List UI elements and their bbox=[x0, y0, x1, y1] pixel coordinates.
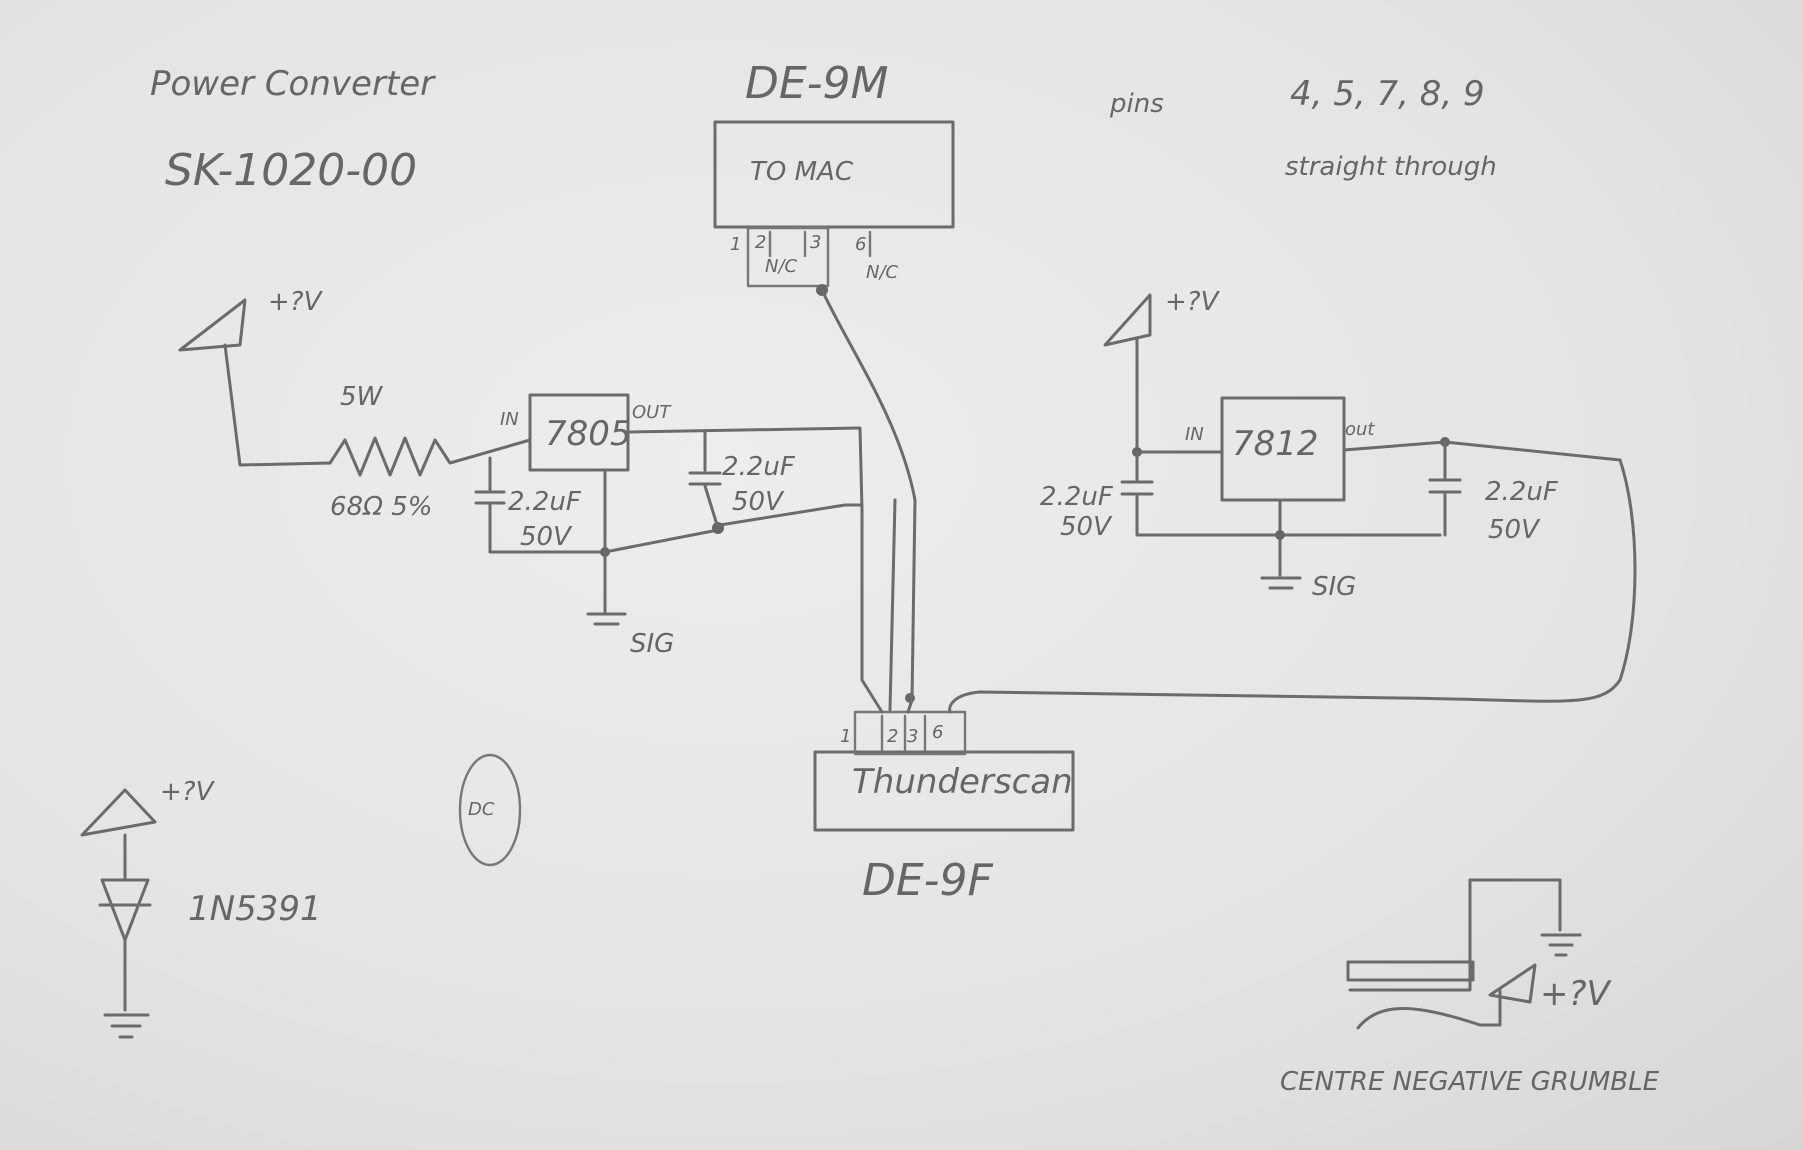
de9m-pin1: 1 bbox=[730, 234, 741, 255]
left-output-wire-2 bbox=[718, 503, 864, 527]
pins-list: 4, 5, 7, 8, 9 bbox=[1290, 74, 1485, 114]
de9f-connector-body bbox=[813, 750, 1075, 832]
diode-supply-label: +?V bbox=[160, 777, 216, 807]
jack-outer-contact bbox=[1356, 988, 1502, 1030]
de9m-nc-pin2: N/C bbox=[765, 256, 798, 277]
pins-label: pins bbox=[1109, 89, 1164, 119]
de9m-pin6: 6 bbox=[855, 234, 866, 255]
left-cap-in-voltage: 50V bbox=[520, 522, 573, 552]
de9f-pin2: 2 bbox=[887, 726, 898, 747]
right-output-wire bbox=[1342, 440, 1622, 462]
de9m-pin2: 2 bbox=[755, 232, 766, 253]
regulator-7812-out: out bbox=[1345, 419, 1375, 440]
de9f-pin6: 6 bbox=[932, 722, 943, 743]
title-line2: SK-1020-00 bbox=[165, 145, 417, 196]
left-cap-out-ground bbox=[703, 484, 720, 530]
diode-symbol bbox=[100, 878, 150, 942]
wire-pin2-link bbox=[888, 498, 897, 712]
wire-5v-to-de9f bbox=[860, 508, 884, 714]
regulator-7805-in: IN bbox=[500, 409, 519, 430]
right-ground-label: SIG bbox=[1312, 572, 1356, 602]
right-cap-in-value: 2.2uF bbox=[1040, 482, 1114, 512]
left-reg-ground-wire bbox=[603, 468, 720, 554]
left-supply-wire bbox=[223, 343, 332, 467]
resistor-value: 68Ω 5% bbox=[330, 492, 432, 522]
left-supply-symbol bbox=[178, 298, 247, 352]
diode-part-number: 1N5391 bbox=[188, 889, 322, 929]
regulator-7805-out: OUT bbox=[632, 402, 672, 423]
jack-supply-label: +?V bbox=[1540, 974, 1613, 1014]
de9m-label: TO MAC bbox=[750, 157, 854, 187]
right-cap-out-voltage: 50V bbox=[1488, 515, 1541, 545]
dc-mark-label: DC bbox=[468, 799, 495, 820]
right-supply-symbol bbox=[1103, 293, 1152, 347]
jack-note: CENTRE NEGATIVE GRUMBLE bbox=[1280, 1067, 1660, 1097]
de9m-nc-pin6: N/C bbox=[866, 262, 899, 283]
de9f-label: Thunderscan bbox=[852, 762, 1073, 802]
de9f-pin1: 1 bbox=[840, 726, 851, 747]
wire-pin3-link bbox=[820, 288, 917, 714]
right-supply-label: +?V bbox=[1165, 287, 1221, 317]
regulator-7812-in: IN bbox=[1185, 424, 1204, 445]
right-cap-out-value: 2.2uF bbox=[1485, 477, 1559, 507]
right-supply-wire bbox=[1135, 336, 1224, 454]
pins-description: straight through bbox=[1285, 152, 1497, 182]
left-cap-out-value: 2.2uF bbox=[722, 452, 796, 482]
regulator-7812-label: 7812 bbox=[1232, 424, 1319, 464]
de9m-pin3: 3 bbox=[810, 232, 821, 253]
de9f-title: DE-9F bbox=[862, 855, 994, 906]
wire-12v-to-de9f bbox=[948, 458, 1637, 714]
right-ground-rail bbox=[1135, 494, 1442, 537]
jack-supply-symbol bbox=[1488, 963, 1537, 1004]
de9f-pin3: 3 bbox=[907, 726, 918, 747]
left-cap-in-ground bbox=[488, 503, 607, 554]
jack-sleeve bbox=[1346, 960, 1475, 982]
jack-center-pin bbox=[1348, 878, 1562, 992]
title-line1: Power Converter bbox=[150, 64, 436, 104]
left-cap-out-voltage: 50V bbox=[732, 487, 785, 517]
left-ground-label: SIG bbox=[630, 629, 674, 659]
diode-supply-symbol bbox=[80, 788, 157, 837]
de9f-pin-block bbox=[853, 710, 967, 756]
dc-mark-outline bbox=[458, 753, 522, 867]
resistor-symbol bbox=[328, 436, 532, 477]
de9m-title: DE-9M bbox=[745, 58, 889, 109]
right-cap-in-voltage: 50V bbox=[1060, 512, 1113, 542]
left-supply-label: +?V bbox=[268, 287, 324, 317]
regulator-7805-label: 7805 bbox=[545, 414, 632, 454]
left-cap-in-value: 2.2uF bbox=[508, 487, 582, 517]
resistor-power: 5W bbox=[340, 382, 384, 412]
de9m-pin-block bbox=[746, 226, 830, 288]
de9m-connector-body bbox=[713, 120, 955, 229]
